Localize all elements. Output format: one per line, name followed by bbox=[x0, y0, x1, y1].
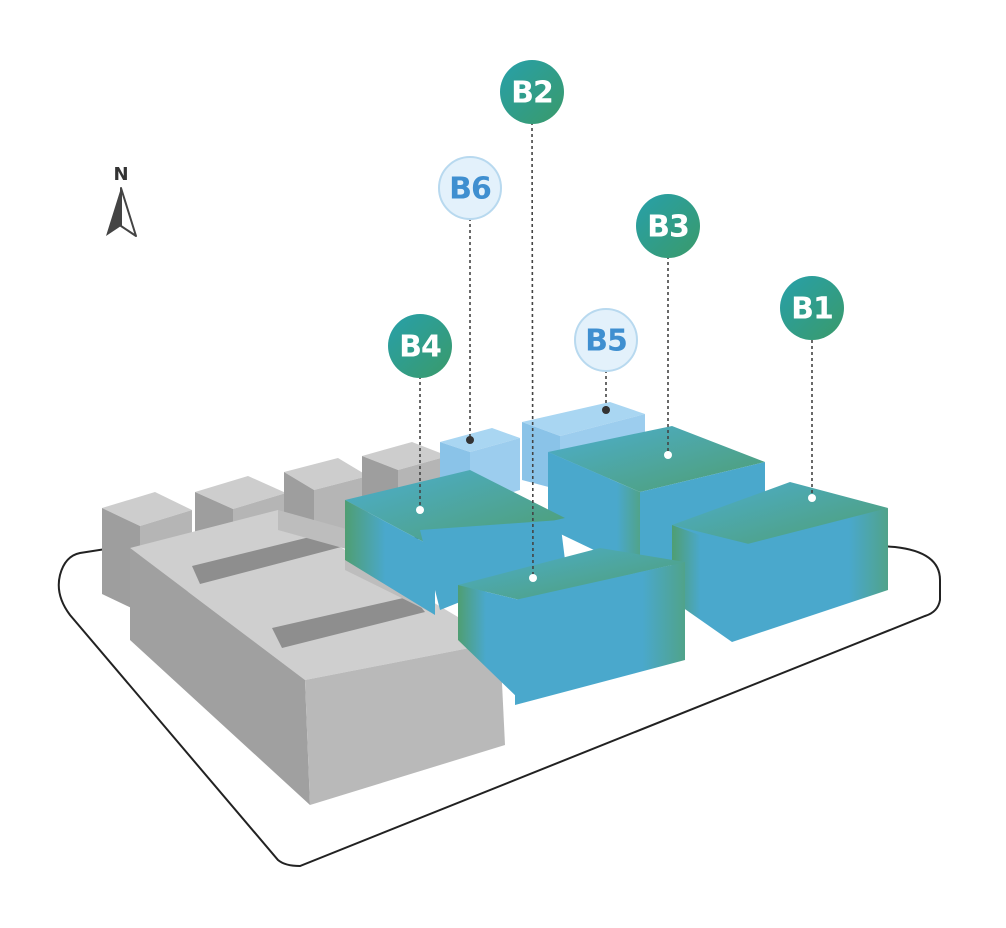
badge-b2: B2 bbox=[500, 60, 564, 124]
marker-dot-b1 bbox=[808, 494, 816, 502]
marker-dot-b3 bbox=[664, 451, 672, 459]
building-b1 bbox=[672, 482, 888, 642]
badge-b4: B4 bbox=[388, 314, 452, 378]
badge-label-b6: B6 bbox=[449, 172, 491, 207]
badge-b6: B6 bbox=[438, 156, 502, 220]
badge-b1: B1 bbox=[780, 276, 844, 340]
north-arrow-icon bbox=[106, 187, 137, 237]
badge-label-b5: B5 bbox=[585, 324, 627, 359]
marker-dot-b4 bbox=[416, 506, 424, 514]
marker-dot-b2 bbox=[529, 574, 537, 582]
badge-b5: B5 bbox=[574, 308, 638, 372]
badge-label-b3: B3 bbox=[647, 210, 689, 245]
building-b2 bbox=[458, 548, 685, 705]
badge-b3: B3 bbox=[636, 194, 700, 258]
compass-letter: N bbox=[113, 164, 128, 185]
building-b4 bbox=[345, 470, 565, 615]
badge-label-b1: B1 bbox=[791, 292, 833, 327]
marker-dot-b6 bbox=[466, 436, 474, 444]
badge-label-b4: B4 bbox=[399, 330, 441, 365]
north-arrow: N bbox=[106, 164, 137, 237]
building-b3 bbox=[548, 426, 765, 572]
marker-dot-b5 bbox=[602, 406, 610, 414]
badge-label-b2: B2 bbox=[511, 76, 553, 111]
leader-line-b2 bbox=[531, 121, 534, 579]
